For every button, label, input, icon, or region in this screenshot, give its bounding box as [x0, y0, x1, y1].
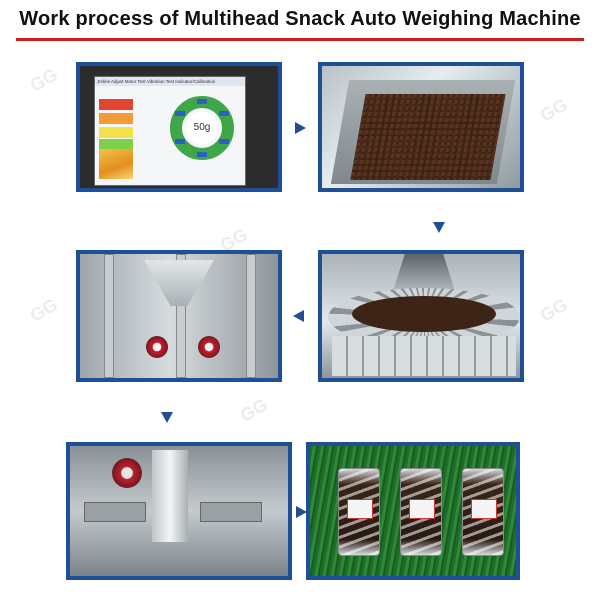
watermark-logo: GG: [26, 294, 61, 326]
product-on-feeders: [352, 296, 496, 332]
watermark-logo: GG: [26, 64, 61, 96]
page-title: Work process of Multihead Snack Auto Wei…: [19, 8, 581, 30]
screen-button-green: [99, 139, 133, 150]
snack-thumbnail: [99, 149, 133, 179]
frame-post-left: [104, 254, 114, 378]
screen-button-yellow: [99, 127, 133, 138]
right-arrow-icon: [294, 505, 308, 519]
panel-vertical-packer: [76, 250, 282, 382]
bag-label: [347, 499, 373, 519]
panel-feed-hopper: [318, 62, 524, 192]
sealing-jaw-right: [200, 502, 262, 522]
left-arrow-icon: [292, 309, 306, 323]
screen-button-orange: [99, 113, 133, 124]
panel-finished-bags: [306, 442, 520, 580]
screen-button-red: [99, 99, 133, 110]
screen-tab-bar: Jmline Adjust Motor Test Vibration Test …: [95, 77, 245, 86]
weigh-head-ring: [170, 96, 234, 160]
frame-post-center: [176, 254, 186, 378]
panel-touch-screen: Jmline Adjust Motor Test Vibration Test …: [76, 62, 282, 192]
target-weight-readout: 50g: [193, 122, 211, 133]
snack-product-beans: [350, 94, 506, 180]
finished-bag-3: [462, 468, 504, 556]
finished-bag-2: [400, 468, 442, 556]
weigh-buckets: [332, 336, 516, 376]
film-drive-wheel: [112, 458, 142, 488]
touch-screen-display: Jmline Adjust Motor Test Vibration Test …: [94, 76, 246, 186]
down-arrow-icon: [432, 220, 446, 234]
panel-multihead-weigher: [318, 250, 524, 382]
down-arrow-icon: [160, 410, 174, 424]
bag-label: [409, 499, 435, 519]
bag-label: [471, 499, 497, 519]
finished-bag-1: [338, 468, 380, 556]
red-pull-roller-left: [146, 336, 168, 358]
watermark-logo: GG: [236, 394, 271, 426]
title-underline: [16, 38, 584, 41]
watermark-logo: GG: [536, 294, 571, 326]
frame-post-right: [246, 254, 256, 378]
right-arrow-icon: [293, 121, 307, 135]
red-pull-roller-right: [198, 336, 220, 358]
watermark-logo: GG: [536, 94, 571, 126]
sealing-jaw-left: [84, 502, 146, 522]
forming-tube: [152, 450, 188, 542]
panel-bag-sealing: [66, 442, 292, 580]
